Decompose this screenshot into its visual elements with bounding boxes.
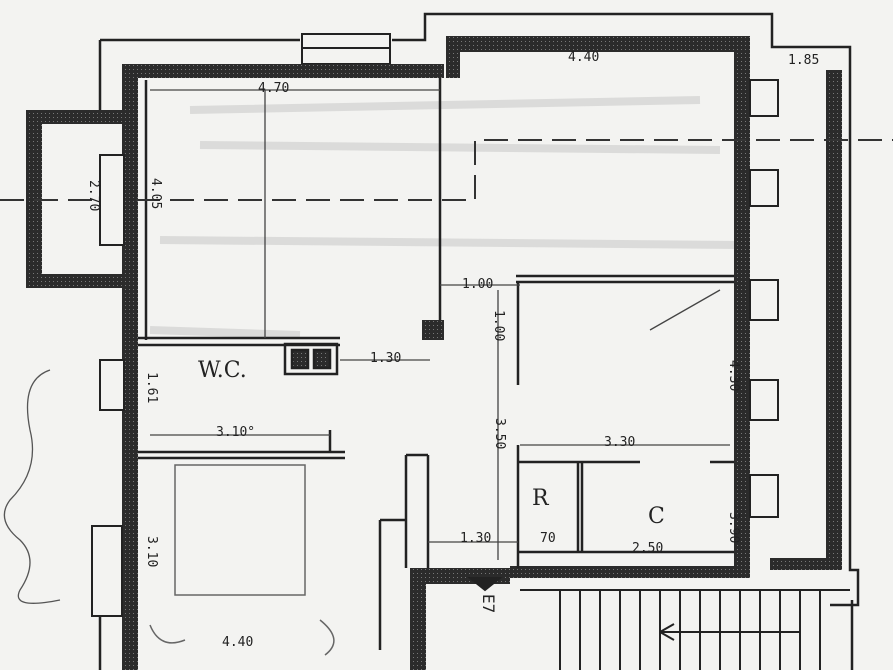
room-label-r: R (532, 486, 549, 511)
dim-left-height: 4.05 (148, 178, 163, 210)
dim-bottom-left-height: 3.10 (144, 536, 159, 568)
dim-c-width: 2.50 (632, 541, 664, 556)
dim-bath-width: 3.10° (216, 425, 256, 440)
dim-top-right-width: 4.40 (568, 50, 600, 65)
dim-entry-width: 1.30 (460, 531, 492, 546)
top-window (301, 33, 391, 65)
dim-r-width: 70 (540, 531, 556, 546)
dim-kitchen-width: 3.30 (604, 435, 636, 450)
bed-outline (149, 464, 335, 656)
dim-center-vertical: 3.50 (492, 418, 507, 450)
dim-bath-height: 1.61 (144, 372, 159, 404)
dim-balcony-left: 2.70 (86, 180, 101, 212)
stair-mark: E7 (479, 594, 498, 614)
dim-bottom-width: 4.40 (222, 635, 254, 650)
right-windows (749, 79, 779, 518)
main-walls (122, 36, 842, 670)
dimension-lines (150, 89, 730, 560)
ghost-background-marks (149, 96, 741, 339)
dim-right-vertical-lower: 3.90 (726, 512, 741, 544)
partition-walls (138, 78, 734, 650)
room-label-c: C (648, 504, 665, 529)
staircase (467, 577, 850, 670)
dim-corridor-upper: 1.00 (462, 277, 494, 292)
room-label-wc: W.C. (198, 358, 247, 383)
pencil-scribble (3, 369, 61, 604)
dim-top-left-width: 4.70 (258, 81, 290, 96)
flue-element (283, 342, 339, 376)
dim-small-gap: 1.30 (370, 351, 402, 366)
dim-corridor-vertical: 1.00 (491, 310, 506, 342)
dim-right-vertical-upper: 4.30 (726, 360, 741, 392)
dim-right-strip-width: 1.85 (788, 53, 820, 68)
left-windows (91, 154, 125, 617)
